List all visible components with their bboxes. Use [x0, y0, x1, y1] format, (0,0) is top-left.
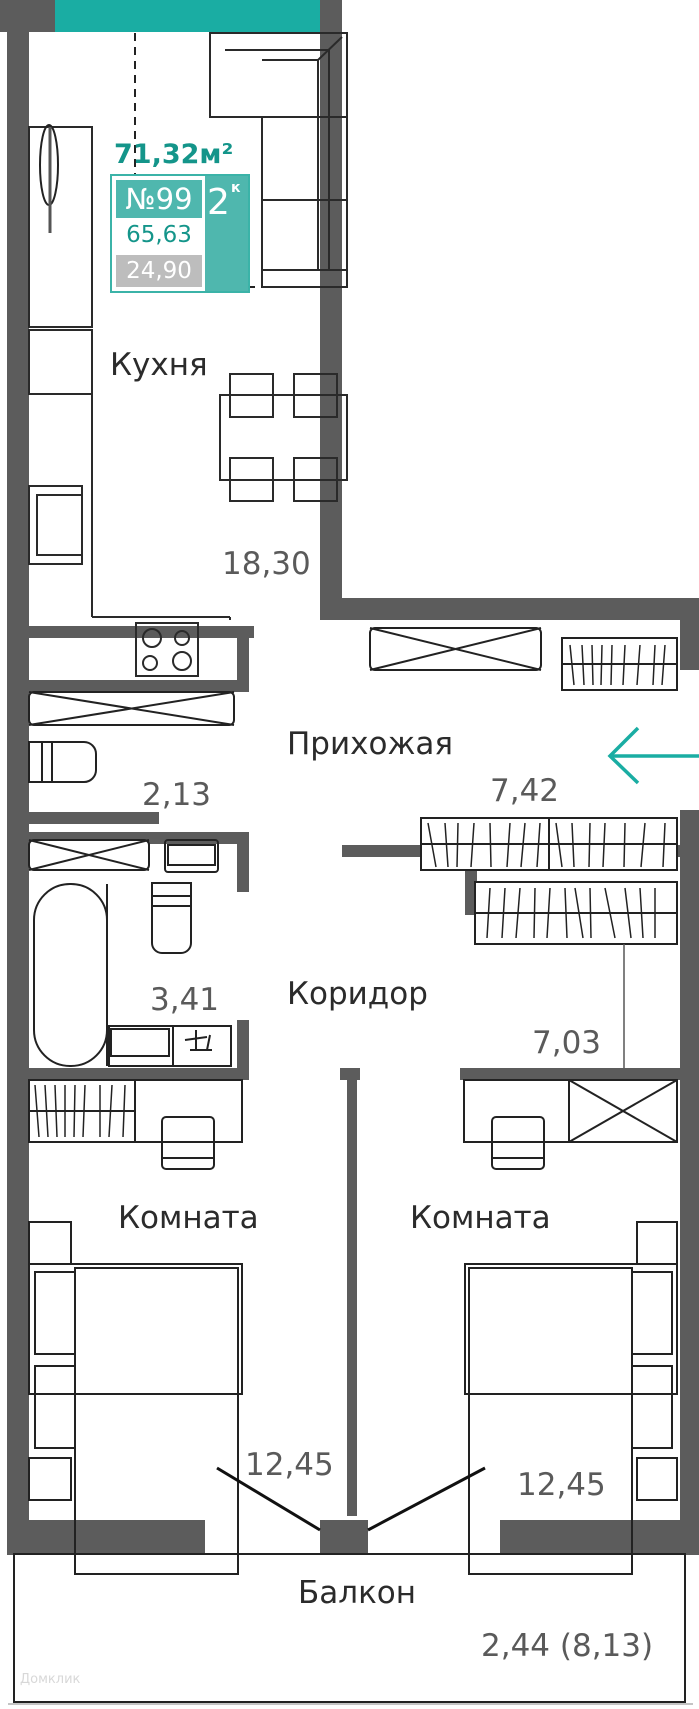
bathtub-icon [33, 883, 108, 1067]
room-area-wc: 2,13 [142, 777, 212, 813]
ventilation-shaft-icon [28, 627, 542, 871]
room-name-balcony: Балкон [298, 1575, 417, 1611]
room-name-bedroom-left: Комната [118, 1200, 259, 1236]
room-name-bedroom-right: Комната [410, 1200, 551, 1236]
room-name-corridor: Коридор [287, 976, 428, 1012]
apartment-number: №99 [116, 180, 202, 218]
room-name-hallway: Прихожая [287, 726, 454, 762]
room-name-kitchen: Кухня [110, 347, 208, 383]
watermark: Домклик [20, 1672, 81, 1687]
toilet-icon [151, 882, 192, 954]
rooms-count-badge: 2 к [205, 176, 248, 291]
room-area-bedroom-left: 12,45 [245, 1447, 334, 1483]
walls [0, 0, 699, 1555]
kitchen-counter [28, 126, 231, 677]
total-area-label: 71,32м² [114, 139, 234, 170]
kitchen-area-value: 24,90 [116, 255, 202, 287]
room-area-hallway: 7,42 [490, 773, 560, 809]
bed-icon [28, 1221, 678, 1575]
rooms-count: 2 [207, 182, 230, 223]
balcony-outline [8, 1553, 693, 1705]
window-top [55, 0, 320, 32]
desk-chair-icon [134, 1079, 678, 1170]
arrow-left-icon [607, 726, 699, 785]
room-area-bedroom-right: 12,45 [517, 1467, 606, 1503]
rooms-suffix: к [231, 180, 241, 196]
living-area-value: 65,63 [126, 222, 192, 248]
wardrobe-icon [28, 637, 678, 1143]
room-area-bathroom: 3,41 [150, 982, 220, 1018]
room-area-corridor: 7,03 [532, 1025, 602, 1061]
balcony-doors [216, 1466, 486, 1532]
bathroom-fixtures [28, 741, 232, 1067]
room-area-balcony: 2,44 (8,13) [481, 1628, 654, 1664]
dining-table-icon [219, 373, 348, 502]
room-area-kitchen: 18,30 [222, 546, 311, 582]
sofa-icon [209, 32, 348, 288]
